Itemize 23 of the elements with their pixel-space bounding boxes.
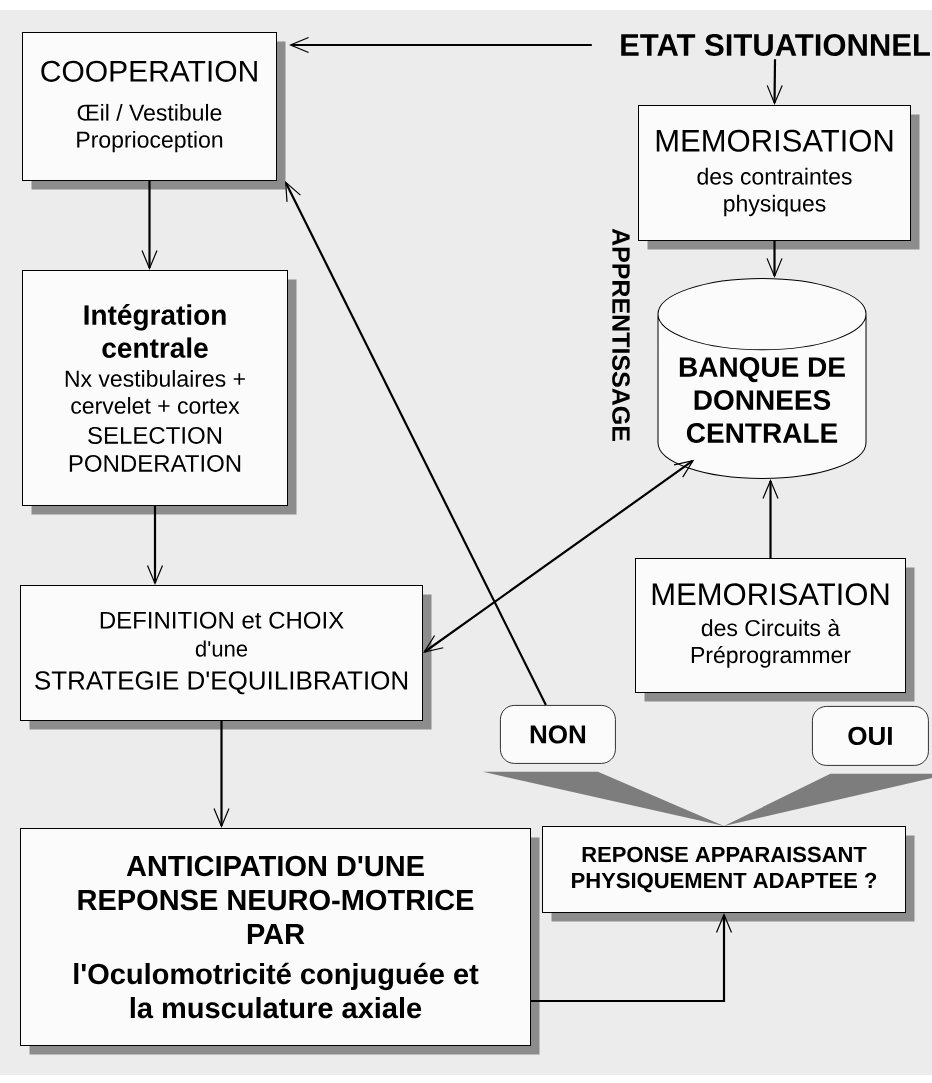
arrow (762, 478, 779, 558)
vertical-label: APPRENTISSAGE (612, 228, 630, 441)
process-box: DEFINITION et CHOIX d'une STRATEGIE D'EQUILIBRATION (20, 585, 432, 730)
process-box: MEMORISATION des Circuits à Préprogrammer (635, 558, 915, 702)
arrow (213, 721, 230, 828)
arrow (289, 36, 592, 54)
process-box: ANTICIPATION D'UNE REPONSE NEURO-MOTRICE PAR l'Oculomotricité conjuguée et la musculature axiale (20, 828, 540, 1055)
arrow (285, 181, 547, 706)
process-box: COOPERATION Œil / Vestibule Proprioception (22, 32, 286, 190)
answer-pill: NON (500, 705, 616, 764)
arrow (141, 181, 158, 270)
question-box: REPONSE APPARAISSANT PHYSIQUEMENT ADAPTEE ? (542, 826, 915, 922)
database-cylinder: BANQUE DE DONNEES CENTRALE (657, 277, 867, 479)
process-box: MEMORISATION des contraintes physiques (638, 105, 920, 250)
process-box: Intégration centrale Nx vestibulaires + cervelet + cortex SELECTION PONDERATION (22, 270, 297, 515)
funnel-wedge (724, 773, 932, 826)
answer-pill: OUI (812, 706, 929, 766)
arrow (766, 59, 783, 105)
arrow (531, 913, 733, 1003)
arrow (423, 459, 695, 653)
heading-text: ETAT SITUATIONNEL (621, 34, 930, 56)
arrow (766, 241, 783, 278)
arrow (146, 506, 164, 585)
